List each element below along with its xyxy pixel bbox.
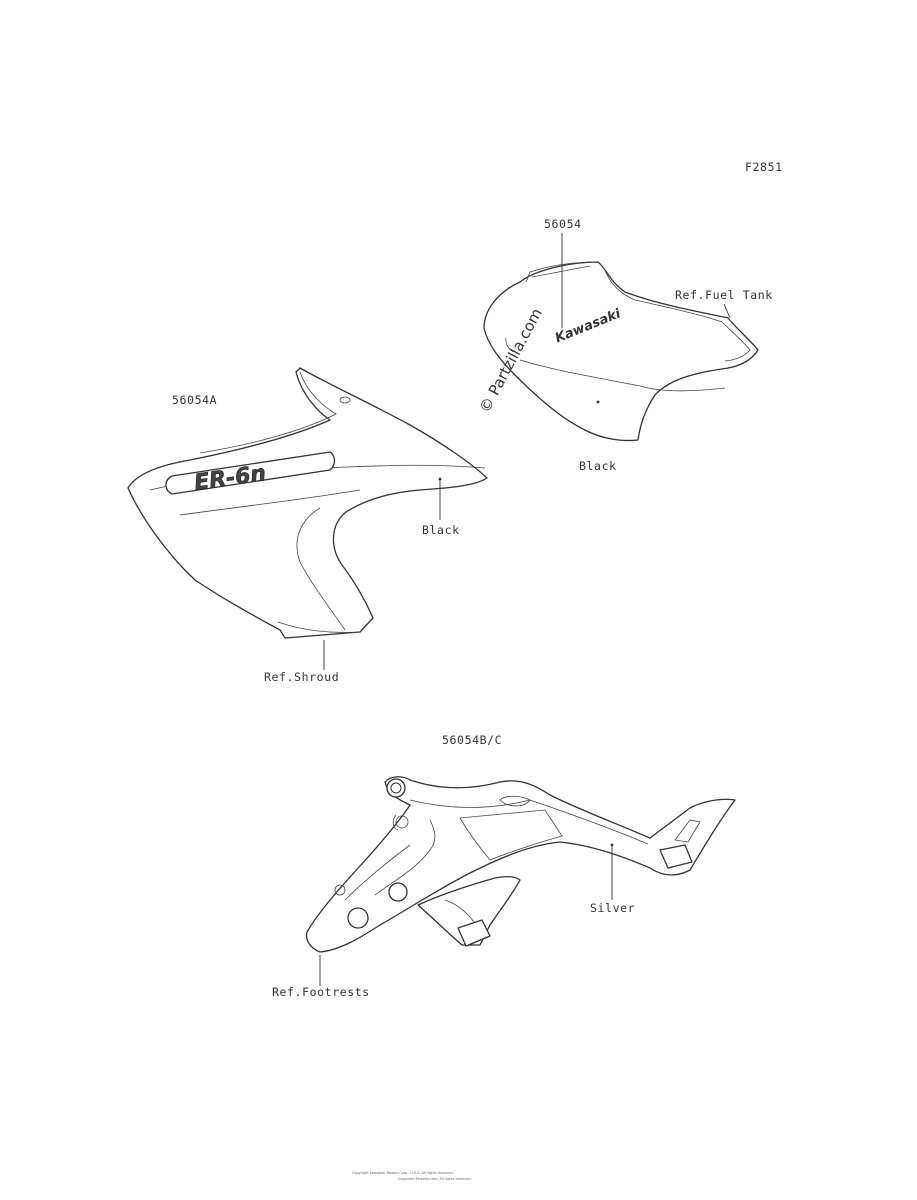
footer-line-1: Copyright Kawasaki Motors Corp., U.S.A. …	[352, 1171, 454, 1175]
svg-text:© Partzilla.com: © Partzilla.com	[476, 305, 546, 416]
tank-decal-drawing	[483, 261, 759, 442]
watermark: © Partzilla.com	[476, 305, 546, 416]
svg-text:Kawasaki: Kawasaki	[553, 306, 623, 346]
tank-decal-part-no: 56054	[544, 217, 582, 231]
shroud-decal-part-no: 56054A	[172, 393, 217, 407]
figure-code: F2851	[745, 160, 783, 174]
shroud-decal-drawing: ER-6n	[127, 367, 488, 639]
frame-decal-color: Silver	[590, 901, 635, 915]
tank-ref-leader	[723, 303, 731, 319]
frame-decal-drawing	[305, 776, 736, 953]
shroud-decal-color: Black	[422, 523, 460, 537]
kawasaki-logo: Kawasaki	[553, 306, 623, 346]
shroud-decal-ref: Ref.Shroud	[264, 670, 339, 684]
frame-decal-ref: Ref.Footrests	[272, 985, 370, 999]
frame-decal-part-no: 56054B/C	[442, 733, 502, 747]
footer-line-2: Copyright Partzilla.com. All rights rese…	[398, 1177, 472, 1181]
tank-decal-color: Black	[579, 459, 617, 473]
tank-decal-ref: Ref.Fuel Tank	[675, 288, 773, 302]
er6n-logo: ER-6n	[193, 461, 268, 496]
